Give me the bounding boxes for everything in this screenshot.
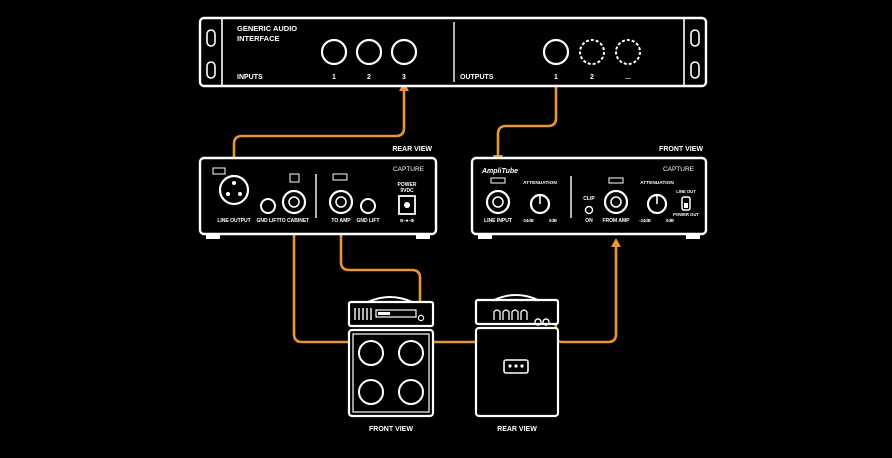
amp-head-rear [474, 298, 560, 326]
interface-title-line1: GENERIC AUDIO [237, 24, 297, 33]
output-number-more: ... [625, 74, 631, 81]
cabinet-input-plate[interactable] [503, 359, 529, 374]
attenuation-knob-1[interactable] [529, 193, 551, 215]
output-number-2: 2 [590, 74, 594, 81]
output-jack-more[interactable] [615, 39, 641, 65]
capture-front: FRONT VIEW CAPTURE AmpliTube LINE INPUT … [470, 146, 708, 239]
attenuation-1-min: -24dB [522, 218, 534, 223]
output-jack-1[interactable] [542, 38, 570, 66]
line-out-label: LINE OUT [676, 189, 696, 194]
gnd-lift-label-1: GND LIFT [256, 218, 279, 224]
capture-rear-device-label: CAPTURE [393, 166, 425, 173]
attenuation-1-max: 0dB [549, 218, 557, 223]
input-number-3: 3 [402, 74, 406, 81]
power-label-line1: POWER [398, 182, 417, 188]
power-out-label: POWER OUT [673, 212, 699, 217]
clip-label: CLIP [583, 196, 595, 202]
power-polarity-icon: ⊖-●-⊕ [400, 218, 415, 224]
gnd-lift-label-2: GND LIFT [356, 218, 379, 224]
rack-slot-top-right [690, 29, 700, 47]
from-amp-jack[interactable] [603, 189, 629, 215]
line-input-label: LINE INPUT [484, 218, 512, 224]
rack-slot-bottom-left [206, 61, 216, 79]
amplitube-logo: AmpliTube [481, 168, 518, 175]
input-jack-1[interactable] [320, 38, 348, 66]
interface-chassis [198, 16, 708, 88]
speaker-cabinet-front [347, 328, 435, 418]
amp-head-speaker-out-jack[interactable] [534, 318, 542, 326]
power-label-line2: 9VDC [400, 188, 414, 194]
arrow-up-from-amp [611, 238, 621, 247]
rack-slot-top-left [206, 29, 216, 47]
amp-stack-front: FRONT VIEW [347, 296, 435, 433]
amp-head-front [347, 300, 435, 328]
line-output-xlr-jack[interactable] [218, 174, 250, 206]
amp-front-view-label: FRONT VIEW [369, 426, 413, 433]
to-cabinet-jack[interactable] [281, 189, 307, 215]
cable-output1-to-line-input [496, 86, 558, 160]
cable-input3-to-line-output [232, 86, 406, 170]
to-amp-jack[interactable] [328, 189, 354, 215]
gnd-lift-button-1[interactable] [260, 198, 276, 214]
speaker-cabinet-rear [474, 326, 560, 418]
attenuation-label-2: ATTENUATION [640, 180, 674, 186]
line-input-jack[interactable] [485, 189, 511, 215]
interface-title-line2: INTERFACE [237, 34, 280, 43]
attenuation-2-max: 0dB [666, 218, 674, 223]
from-amp-label: FROM AMP [602, 218, 630, 224]
output-jack-2[interactable] [579, 39, 605, 65]
outputs-label: OUTPUTS [460, 74, 494, 81]
audio-interface: GENERIC AUDIO INTERFACE INPUTS OUTPUTS 1… [198, 16, 708, 88]
input-jack-3[interactable] [390, 38, 418, 66]
rack-slot-bottom-right [690, 61, 700, 79]
capture-rear-chassis [198, 156, 438, 236]
capture-front-chassis [470, 156, 708, 236]
input-number-1: 1 [332, 74, 336, 81]
capture-rear-view-label: REAR VIEW [392, 146, 432, 153]
amp-stack-rear: REAR VIEW [474, 294, 560, 433]
capture-front-view-label: FRONT VIEW [659, 146, 703, 153]
power-dc-jack[interactable] [398, 195, 416, 215]
amp-rear-view-label: REAR VIEW [497, 426, 537, 433]
output-number-1: 1 [554, 74, 558, 81]
attenuation-knob-2[interactable] [646, 193, 668, 215]
cable-to-amp-to-head [339, 232, 422, 318]
attenuation-2-min: -24dB [639, 218, 651, 223]
capture-front-device-label: CAPTURE [663, 166, 695, 173]
gnd-lift-button-2[interactable] [360, 198, 376, 214]
line-output-label: LINE OUTPUT [217, 218, 250, 224]
attenuation-label-1: ATTENUATION [523, 180, 557, 186]
line-power-out-switch[interactable] [681, 196, 691, 211]
to-amp-label: TO AMP [331, 218, 351, 224]
on-label: ON [585, 218, 593, 224]
clip-led-icon [584, 205, 594, 215]
capture-rear: REAR VIEW CAPTURE LINE OUTPUT GND LIFT T… [198, 146, 438, 239]
inputs-label: INPUTS [237, 74, 263, 81]
speaker-cone-icon [358, 340, 384, 366]
input-jack-2[interactable] [355, 38, 383, 66]
to-cabinet-label: TO CABINET [279, 218, 309, 224]
input-number-2: 2 [367, 74, 371, 81]
